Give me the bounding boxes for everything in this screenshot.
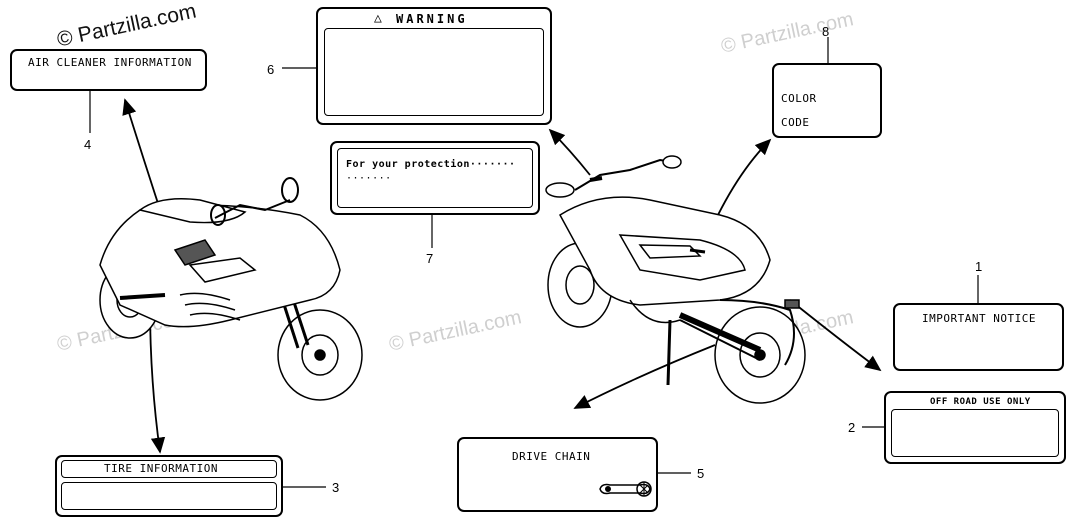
callout-number-8: 8	[822, 24, 830, 39]
warning-text: WARNING	[396, 12, 468, 26]
protection-text-line2: ·······	[346, 173, 392, 184]
callout-number-1: 1	[975, 259, 983, 274]
chain-icon	[599, 481, 652, 497]
warning-inner-panel	[324, 28, 544, 116]
tire-info-label: TIRE INFORMATION	[55, 455, 283, 517]
off-road-text: OFF ROAD USE ONLY	[930, 397, 1031, 407]
color-code-line2: CODE	[781, 116, 810, 129]
tire-info-header	[61, 460, 277, 478]
tire-info-body	[61, 482, 277, 510]
callout-number-4: 4	[84, 137, 92, 152]
color-code-label: COLOR CODE	[772, 63, 882, 138]
callout-number-2: 2	[848, 420, 856, 435]
leader-lines	[89, 37, 979, 488]
drive-chain-text: DRIVE CHAIN	[512, 450, 591, 463]
callout-number-7: 7	[426, 251, 434, 266]
motorcycle-front-view	[99, 177, 363, 401]
important-notice-text: IMPORTANT NOTICE	[922, 312, 1036, 325]
drive-chain-label: DRIVE CHAIN	[457, 437, 658, 512]
air-cleaner-label: AIR CLEANER INFORMATION	[10, 49, 207, 91]
off-road-inner-panel	[891, 409, 1059, 457]
color-code-line1: COLOR	[781, 92, 817, 105]
callout-number-5: 5	[697, 466, 705, 481]
off-road-label: OFF ROAD USE ONLY	[884, 391, 1066, 464]
tire-info-text: TIRE INFORMATION	[104, 462, 218, 475]
motorcycle-rear-view	[545, 155, 806, 404]
callout-number-6: 6	[267, 62, 275, 77]
callout-number-3: 3	[332, 480, 340, 495]
protection-text-line1: For your protection·······	[346, 159, 516, 170]
protection-label: For your protection······· ·······	[330, 141, 540, 215]
air-cleaner-text: AIR CLEANER INFORMATION	[28, 56, 192, 69]
warning-symbol-icon: △	[374, 11, 383, 26]
important-notice-label: IMPORTANT NOTICE	[893, 303, 1064, 371]
warning-label: △ WARNING	[316, 7, 552, 125]
protection-inner-panel	[337, 148, 533, 208]
